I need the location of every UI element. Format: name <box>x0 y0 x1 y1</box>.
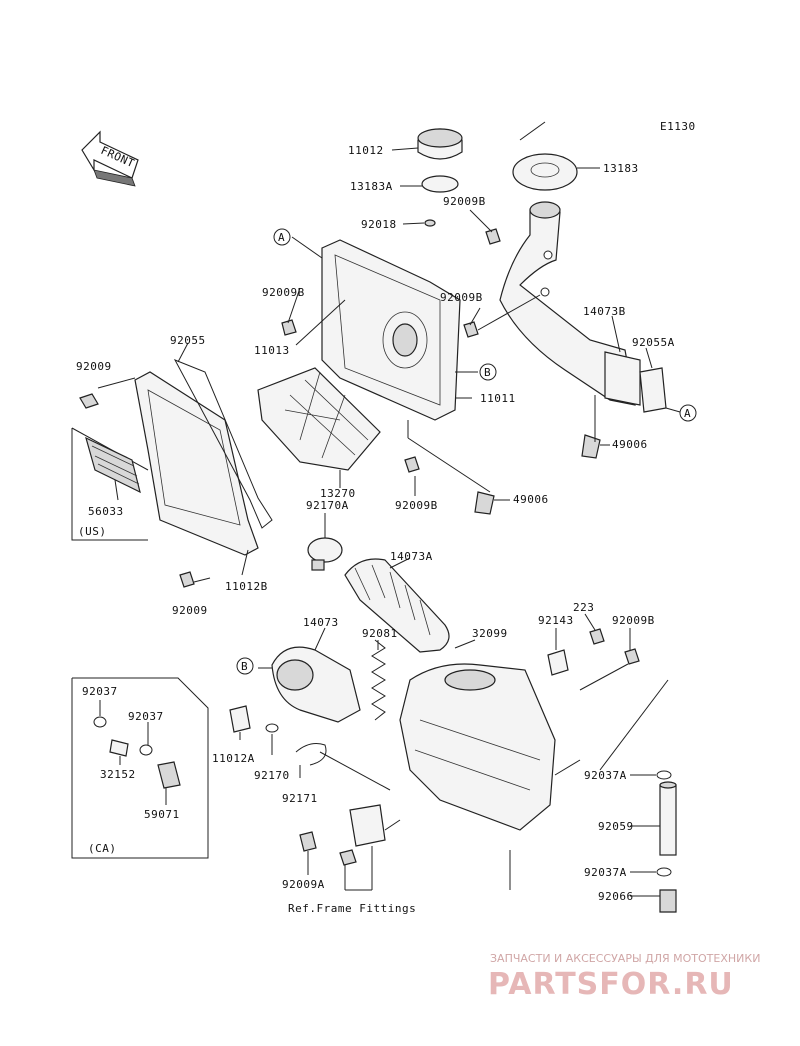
label-92009-top: 92009 <box>76 360 112 373</box>
label-92009B-left: 92009B <box>262 286 305 299</box>
label-92171: 92171 <box>282 792 318 805</box>
seal-92055A <box>639 367 667 413</box>
label-92170: 92170 <box>254 769 290 782</box>
front-arrow-icon: FRONT <box>81 130 139 187</box>
ref-a-top-label: A <box>278 231 285 244</box>
label-14073A: 14073A <box>390 550 433 563</box>
label-92009-low: 92009 <box>172 604 208 617</box>
us-inset <box>71 427 149 541</box>
label-92059: 92059 <box>598 820 634 833</box>
collar-92143 <box>547 649 569 676</box>
label-11012B: 11012B <box>225 580 268 593</box>
clips <box>656 770 672 877</box>
air-box-11011 <box>321 239 461 421</box>
label-56033: 56033 <box>88 505 124 518</box>
clamp-92170A <box>307 537 343 571</box>
label-92018: 92018 <box>361 218 397 231</box>
plug-92066 <box>659 889 677 913</box>
label-92066: 92066 <box>598 890 634 903</box>
ref-b-left-label: B <box>241 660 248 673</box>
plate-13183 <box>512 121 578 191</box>
label-us: (US) <box>78 525 107 538</box>
duct-14073 <box>271 646 361 723</box>
label-13183: 13183 <box>603 162 639 175</box>
label-92037-b: 92037 <box>128 710 164 723</box>
label-92009B-mid: 92009B <box>440 291 483 304</box>
label-32152: 32152 <box>100 768 136 781</box>
label-92170A: 92170A <box>306 499 349 512</box>
gasket-92055 <box>173 359 273 529</box>
cap-11012 <box>417 128 463 160</box>
label-92009B-top: 92009B <box>443 195 486 208</box>
drain-49006 <box>474 434 601 515</box>
label-92009B-right: 92009B <box>612 614 655 627</box>
ref-b-right-label: B <box>484 366 491 379</box>
diagram-id: E1130 <box>660 120 696 133</box>
cap-11012A <box>229 705 251 733</box>
label-11012: 11012 <box>348 144 384 157</box>
washer-92018 <box>424 219 436 227</box>
ref-circle-b-left: B <box>236 657 254 675</box>
label-11012A: 11012A <box>212 752 255 765</box>
leader-lines <box>97 147 681 897</box>
watermark: ЗАПЧАСТИ И АКСЕССУАРЫ ДЛЯ МОТОТЕХНИКИ PA… <box>488 952 760 1002</box>
gasket-13183A <box>421 175 459 193</box>
label-92055A: 92055A <box>632 336 675 349</box>
label-92055: 92055 <box>170 334 206 347</box>
label-92143: 92143 <box>538 614 574 627</box>
tank-32099 <box>399 663 556 831</box>
clip-92170 <box>265 723 279 733</box>
label-92009A: 92009A <box>282 878 325 891</box>
label-13183A: 13183A <box>350 180 393 193</box>
label-14073: 14073 <box>303 616 339 629</box>
label-49006-right: 49006 <box>612 438 648 451</box>
label-59071: 59071 <box>144 808 180 821</box>
label-92037A-low: 92037A <box>584 866 627 879</box>
label-92037-a: 92037 <box>82 685 118 698</box>
label-11013: 11013 <box>254 344 290 357</box>
label-32099: 32099 <box>472 627 508 640</box>
ref-circle-a-top: A <box>273 228 291 246</box>
watermark-line1: ЗАПЧАСТИ И АКСЕССУАРЫ ДЛЯ МОТОТЕХНИКИ <box>490 952 760 965</box>
ref-a-right-label: A <box>684 407 691 420</box>
hose-14073A <box>344 558 450 653</box>
label-92037A-top: 92037A <box>584 769 627 782</box>
label-92009B-low: 92009B <box>395 499 438 512</box>
label-49006-low: 49006 <box>513 493 549 506</box>
label-11011: 11011 <box>480 392 516 405</box>
ref-circle-a-right: A <box>679 404 697 422</box>
intake-tube-14073B <box>499 201 641 406</box>
label-ref-frame: Ref.Frame Fittings <box>288 902 416 915</box>
label-223: 223 <box>573 601 594 614</box>
label-92081: 92081 <box>362 627 398 640</box>
cover-11012B <box>134 371 259 556</box>
label-14073B: 14073B <box>583 305 626 318</box>
label-13270: 13270 <box>320 487 356 500</box>
element-13270 <box>257 367 381 471</box>
pipe-92059 <box>659 781 677 856</box>
ref-circle-b-right: B <box>479 363 497 381</box>
clip-92171 <box>295 743 327 766</box>
watermark-line2: PARTSFOR.RU <box>488 967 734 1002</box>
ca-inset <box>71 677 209 859</box>
bolts <box>79 228 640 866</box>
bracket-ref <box>349 804 386 847</box>
label-ca: (CA) <box>88 842 117 855</box>
spring-92081 <box>371 639 386 721</box>
